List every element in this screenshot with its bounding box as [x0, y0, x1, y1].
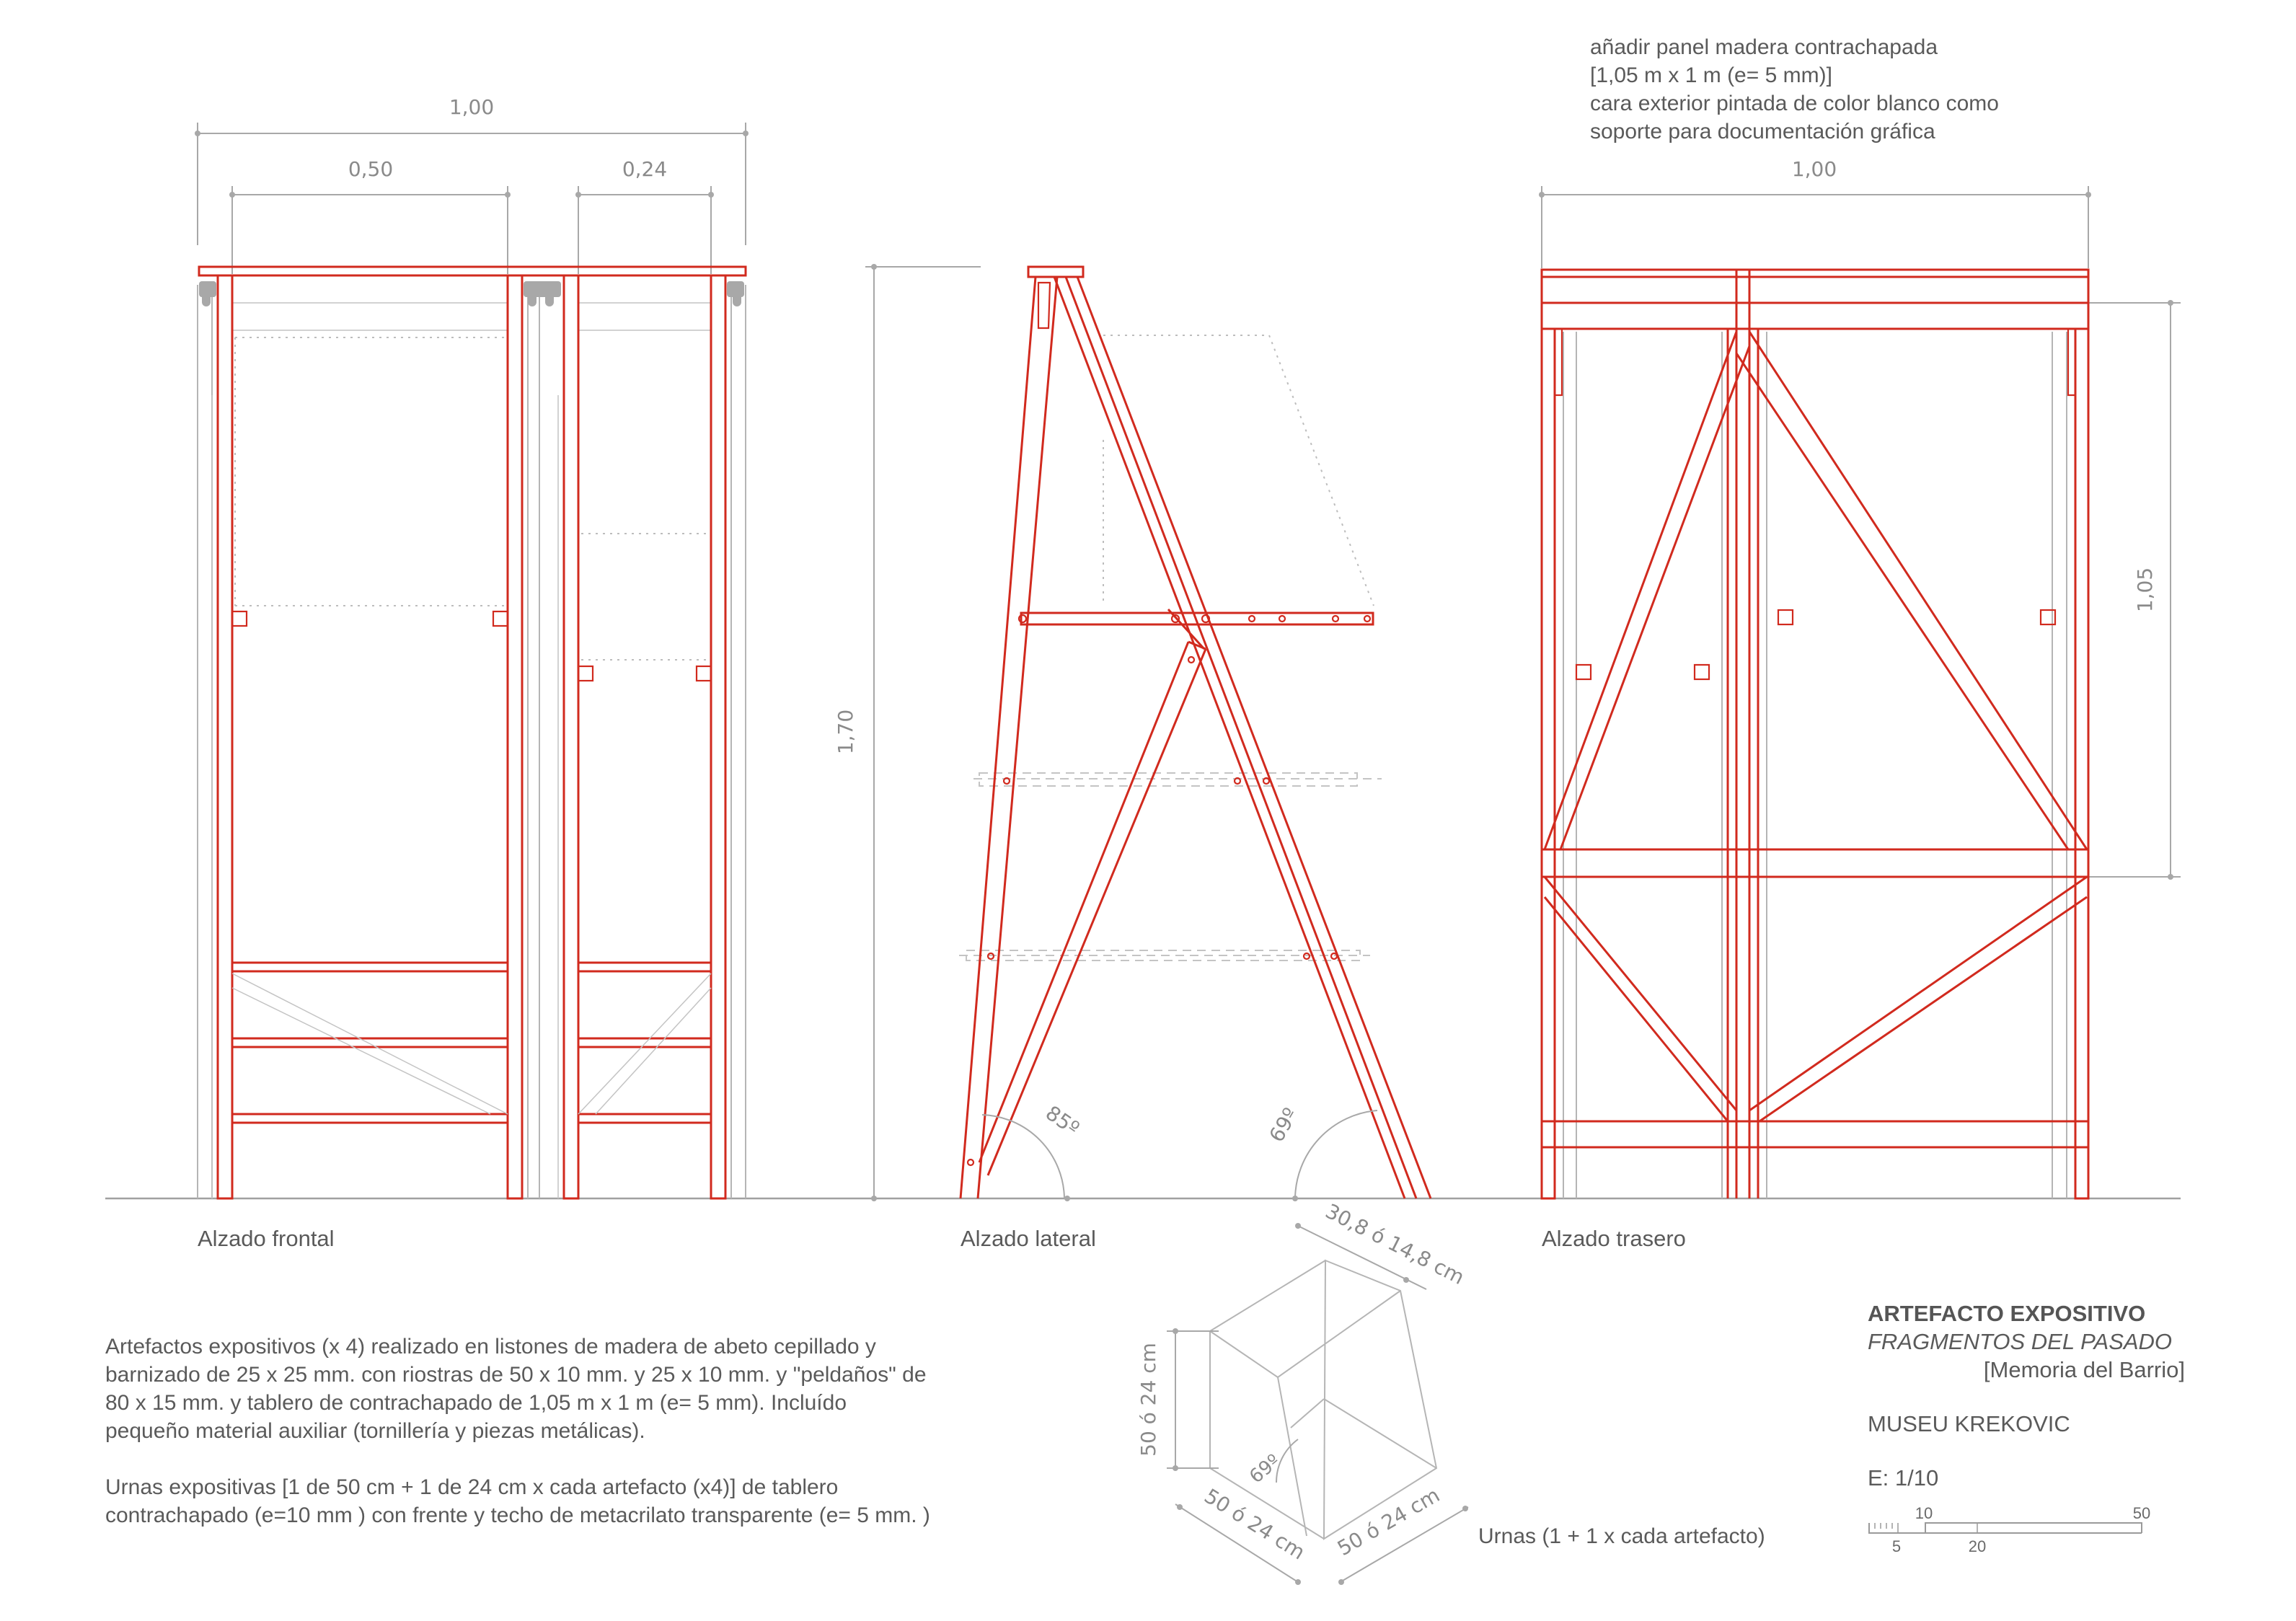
front-elevation: 1,00 0,50 0,24 [195, 95, 749, 1200]
dim-back-height: 1,05 [2133, 567, 2157, 612]
side-elevation: 1,70 [834, 264, 1432, 1201]
dim-front-a: 0,50 [348, 157, 393, 181]
description-line: barnizado de 25 x 25 mm. con riostras de… [105, 1363, 927, 1387]
scale-bar: 10 50 5 20 [1868, 1504, 2150, 1555]
dim-side-height: 1,70 [834, 710, 857, 754]
subtitle-secondary: [Memoria del Barrio] [1983, 1357, 2185, 1382]
urn-label: Urnas (1 + 1 x cada artefacto) [1478, 1524, 1765, 1548]
label-front-elevation: Alzado frontal [198, 1226, 335, 1251]
panel-note-line: [1,05 m x 1 m (e= 5 mm)] [1590, 63, 1832, 87]
title: ARTEFACTO EXPOSITIVO [1868, 1301, 2146, 1326]
scale-tick-20: 20 [1969, 1537, 1986, 1555]
label-back-elevation: Alzado trasero [1542, 1226, 1686, 1251]
panel-note: añadir panel madera contrachapada [1,05 … [1590, 33, 1999, 146]
description-line: Artefactos expositivos (x 4) realizado e… [105, 1335, 876, 1359]
description-line: Urnas expositivas [1 de 50 cm + 1 de 24 … [105, 1475, 839, 1499]
urn-angle: 69º [1245, 1450, 1284, 1488]
back-elevation: 1,00 1,05 [1539, 157, 2181, 1200]
panel-note-line: cara exterior pintada de color blanco co… [1590, 92, 1999, 115]
description: Artefactos expositivos (x 4) realizado e… [105, 1333, 930, 1529]
description-line: contrachapado (e=10 mm ) con frente y te… [105, 1503, 930, 1527]
dim-front-b: 0,24 [622, 157, 667, 181]
subtitle: FRAGMENTOS DEL PASADO [1868, 1329, 2173, 1354]
description-line: pequeño material auxiliar (tornillería y… [105, 1419, 645, 1443]
dim-back-total: 1,00 [1792, 157, 1837, 181]
scale-tick-5: 5 [1892, 1537, 1901, 1555]
panel-note-line: soporte para documentación gráfica [1590, 120, 1935, 143]
title-block: ARTEFACTO EXPOSITIVO FRAGMENTOS DEL PASA… [1868, 1299, 2185, 1492]
urn-isometric: 30,8 ó 14,8 cm 50 ó 24 cm 50 ó 24 cm 50 … [1136, 1199, 1469, 1585]
panel-note-line: añadir panel madera contrachapada [1590, 35, 1938, 59]
urn-dim-left: 50 ó 24 cm [1136, 1343, 1160, 1457]
dim-angle-right: 69º [1264, 1104, 1302, 1147]
label-side-elevation: Alzado lateral [961, 1226, 1096, 1251]
dim-angle-left: 85º [1041, 1101, 1084, 1141]
description-line: 80 x 15 mm. y tablero de contrachapado d… [105, 1391, 847, 1415]
scale-label: E: 1/10 [1868, 1465, 1939, 1490]
dim-front-total: 1,00 [449, 95, 494, 119]
scale-tick-10: 10 [1915, 1504, 1933, 1522]
scale-tick-50: 50 [2133, 1504, 2150, 1522]
urn-dim-top: 30,8 ó 14,8 cm [1322, 1199, 1468, 1289]
museum-name: MUSEU KREKOVIC [1868, 1411, 2070, 1436]
